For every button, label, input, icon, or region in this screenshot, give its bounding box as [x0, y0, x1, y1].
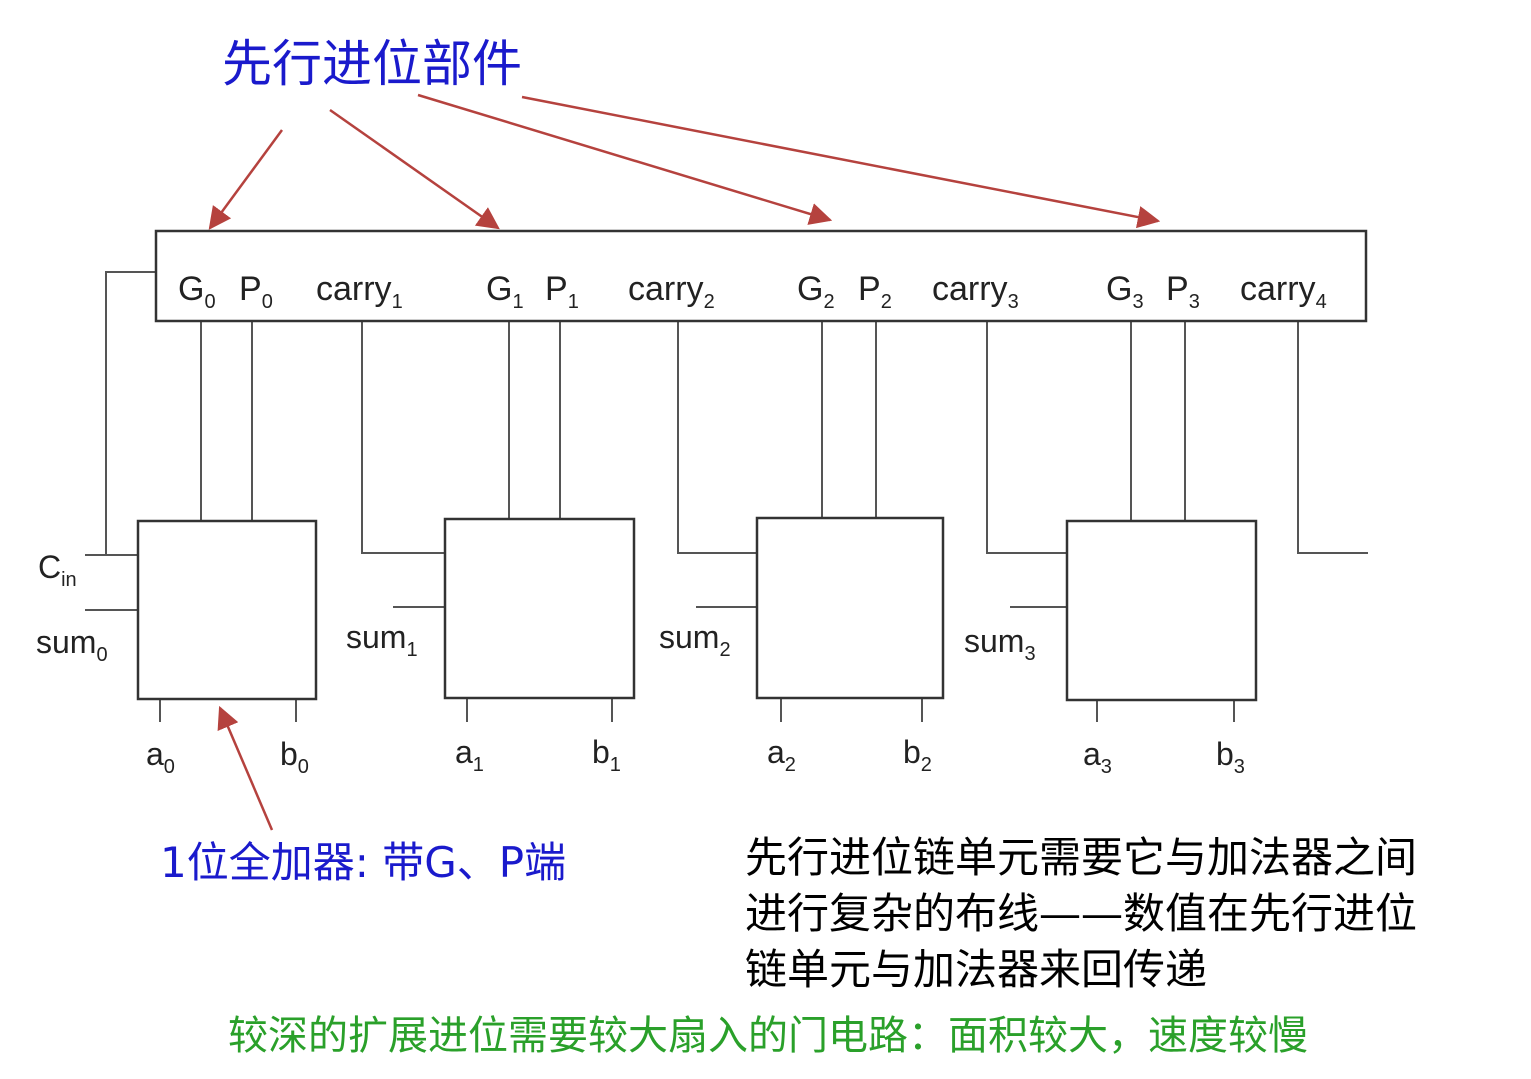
routing-note-line-1: 先行进位链单元需要它与加法器之间 [745, 833, 1418, 882]
a0-label: a0 [146, 736, 175, 778]
sum1-label: sum1 [346, 619, 418, 661]
sum3-label: sum3 [964, 623, 1036, 665]
full-adder-2 [755, 516, 945, 700]
title-arrows [208, 93, 1161, 831]
b3-label: b3 [1216, 736, 1245, 778]
arrow-to-adder [217, 705, 274, 831]
p0-label: P0 [239, 270, 273, 313]
arrow-to-g1p1 [329, 108, 500, 230]
b2-label: b2 [903, 734, 932, 776]
carry2-label: carry2 [628, 270, 715, 313]
b0-label: b0 [280, 736, 309, 778]
arrow-to-g0p0 [208, 129, 284, 230]
carry3-label: carry3 [932, 270, 1019, 313]
p2-label: P2 [858, 270, 892, 313]
a1-label: a1 [455, 734, 484, 776]
g1-label: G1 [486, 270, 524, 313]
g3-label: G3 [1106, 270, 1144, 313]
p1-label: P1 [545, 270, 579, 313]
diagram-title: 先行进位部件 [222, 35, 522, 93]
full-adder-1 [443, 517, 636, 700]
cin-label: Cin [38, 549, 77, 591]
g0-label: G0 [178, 270, 216, 313]
bottom-note: 较深的扩展进位需要较大扇入的门电路：面积较大，速度较慢 [228, 1013, 1308, 1059]
full-adder-0 [136, 519, 318, 701]
full-adder-3 [1065, 519, 1258, 702]
p3-label: P3 [1166, 270, 1200, 313]
wires [85, 271, 1368, 722]
a3-label: a3 [1083, 736, 1112, 778]
carry1-label: carry1 [316, 270, 403, 313]
lookahead-carry-unit [154, 229, 1368, 323]
routing-note-line-3: 链单元与加法器来回传递 [745, 945, 1208, 994]
g2-label: G2 [797, 270, 835, 313]
arrow-to-g3p3 [521, 95, 1161, 229]
routing-note: 先行进位链单元需要它与加法器之间 进行复杂的布线——数值在先行进位 链单元与加法… [745, 830, 1417, 998]
arrow-to-g2p2 [417, 93, 833, 225]
sum2-label: sum2 [659, 619, 731, 661]
sum0-label: sum0 [36, 624, 108, 666]
a2-label: a2 [767, 734, 796, 776]
routing-note-line-2: 进行复杂的布线——数值在先行进位 [745, 889, 1418, 938]
carry4-label: carry4 [1240, 270, 1327, 313]
b1-label: b1 [592, 734, 621, 776]
adder-caption: 1位全加器: 带G、P端 [160, 838, 567, 887]
